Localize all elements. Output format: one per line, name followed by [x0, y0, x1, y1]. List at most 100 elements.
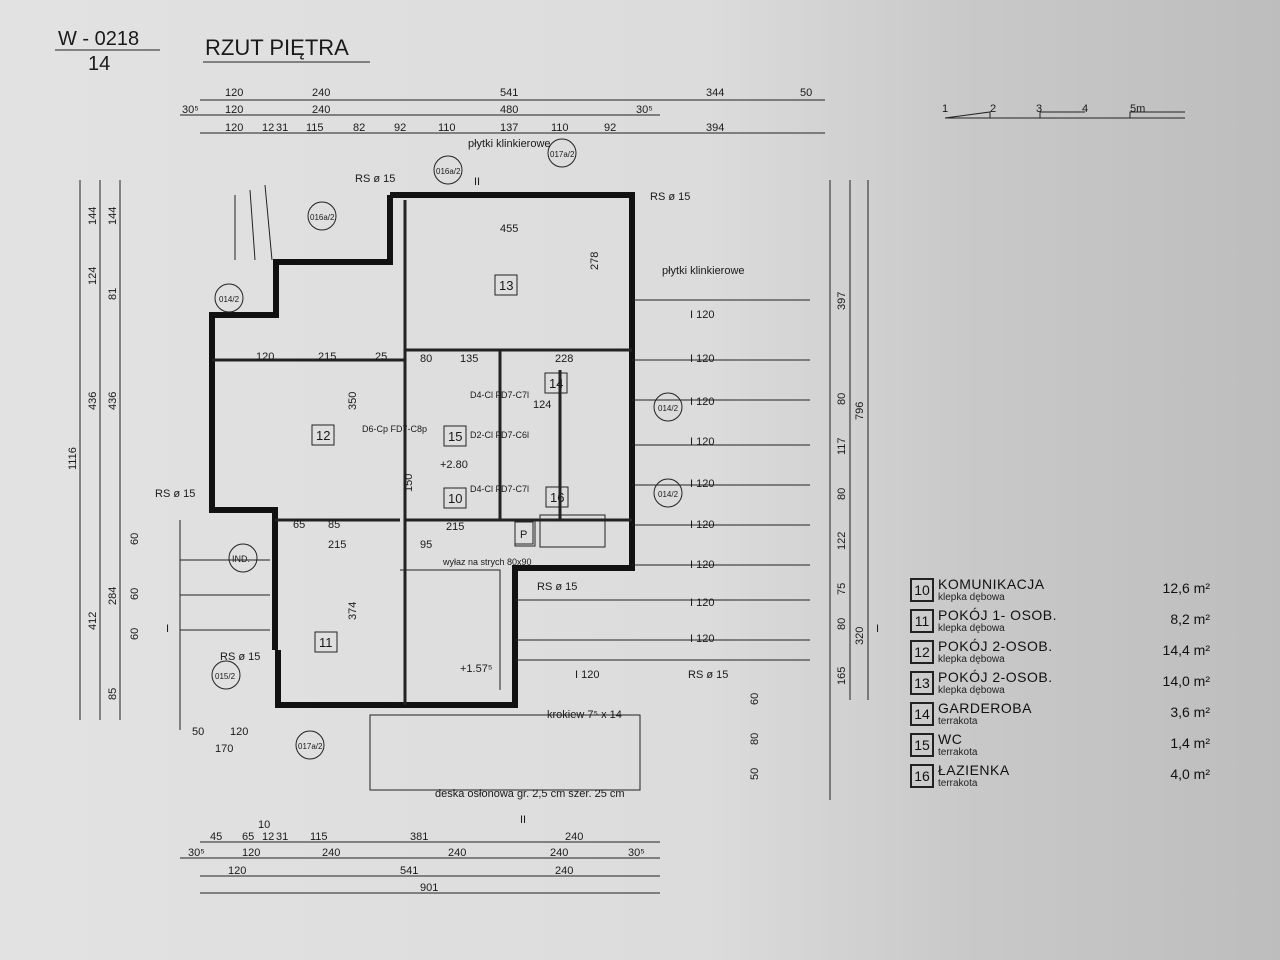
dim: 240: [555, 865, 573, 877]
scale-label: 3: [1036, 103, 1042, 115]
detail-ref: 014/2: [219, 295, 240, 304]
dim: 480: [500, 104, 518, 116]
room-area: 4,0: [1170, 766, 1190, 782]
dim: 115: [306, 122, 324, 134]
room-area: 12,6: [1162, 580, 1190, 596]
dim: 124: [87, 267, 99, 285]
detail-ref: 016a/2: [436, 167, 461, 176]
left-dimensions: 144 144 124 81 436 436 1116 412 284 85 6…: [67, 180, 141, 720]
dim: 215: [318, 351, 336, 363]
floor-material: klepka dębowa: [938, 623, 1005, 634]
dim: 122: [836, 532, 848, 550]
dim: 541: [500, 87, 518, 99]
dim: 170: [215, 743, 233, 755]
dim: 541: [400, 865, 418, 877]
dim: 60: [749, 693, 761, 705]
board-note: deska osłonowa gr. 2,5 cm szer. 25 cm: [435, 788, 625, 800]
dim: 25: [375, 351, 387, 363]
dim: 120: [230, 726, 248, 738]
dim: 215: [446, 521, 464, 533]
room-number: 13: [499, 278, 513, 293]
room-name: WC: [938, 731, 963, 747]
room-number: 16: [550, 490, 564, 505]
dim: 30⁵: [636, 104, 653, 116]
dim: 120: [256, 351, 274, 363]
dim: 65: [242, 831, 254, 843]
beam-note: I 120: [690, 436, 714, 448]
dim: 81: [107, 288, 119, 300]
area-unit: m²: [1193, 611, 1210, 627]
dim: 412: [87, 612, 99, 630]
beam-note: I 120: [690, 597, 714, 609]
beam-note: I 120: [690, 396, 714, 408]
dim: 284: [107, 587, 119, 605]
dim: 124: [533, 399, 551, 411]
room-number: 15: [910, 733, 934, 757]
dim: 144: [107, 207, 119, 225]
dim: 240: [448, 847, 466, 859]
dim: 50: [800, 87, 812, 99]
attic-exit-note: wyłaz na strych 80x90: [442, 557, 532, 567]
room-area: 14,4: [1162, 642, 1190, 658]
dim: 30⁵: [182, 104, 199, 116]
dim: 85: [328, 519, 340, 531]
dim: 344: [706, 87, 724, 99]
area-unit: m²: [1193, 642, 1210, 658]
dim: 65: [293, 519, 305, 531]
room-area: 1,4: [1170, 735, 1190, 751]
rafter-note: krokiew 7⁵ x 14: [547, 709, 622, 721]
section-mark: I: [166, 623, 169, 635]
sheet-number: 14: [88, 53, 110, 75]
tiles-note: płytki klinkierowe: [468, 138, 551, 150]
dim: 278: [589, 252, 601, 270]
dim: 120: [225, 104, 243, 116]
room-area: 8,2: [1170, 611, 1190, 627]
room-area: 3,6: [1170, 704, 1190, 720]
area-unit: m²: [1193, 704, 1210, 720]
room-number: 13: [910, 671, 934, 695]
dim: 110: [551, 122, 569, 134]
dim: 60: [129, 533, 141, 545]
dim: 12: [262, 831, 274, 843]
dim: 60: [129, 628, 141, 640]
dim: 45: [210, 831, 222, 843]
room-name: ŁAZIENKA: [938, 762, 1010, 778]
p-label: P: [520, 529, 527, 541]
room-number: 12: [910, 640, 934, 664]
dim: 115: [310, 831, 328, 843]
area-unit: m²: [1193, 766, 1210, 782]
rs-note: RS ø 15: [155, 488, 195, 500]
area-unit: m²: [1193, 673, 1210, 689]
door-note: D4-Cl FD7-C7l: [470, 390, 529, 400]
dim: 80: [836, 393, 848, 405]
dim: 137: [500, 122, 518, 134]
detail-ref: 017a/2: [550, 150, 575, 159]
dim: 901: [420, 882, 438, 894]
top-dimensions: 120 240 541 344 50 30⁵ 120 240 480 30⁵ 1…: [180, 87, 825, 134]
scale-bar: 1 2 3 4 5m: [942, 103, 1185, 119]
dim: 240: [565, 831, 583, 843]
room-number: 10: [910, 578, 934, 602]
door-note: D6-Cp FD7-C8p: [362, 424, 427, 434]
dim: 31: [276, 122, 288, 134]
beam-note: I 120: [690, 519, 714, 531]
dim: 397: [836, 292, 848, 310]
dim: 436: [87, 392, 99, 410]
dim: 150: [403, 474, 415, 492]
dim: 120: [228, 865, 246, 877]
dim: 144: [87, 207, 99, 225]
detail-ref: 016a/2: [310, 213, 335, 222]
room-number: 16: [910, 764, 934, 788]
dim: 31: [276, 831, 288, 843]
room-name: KOMUNIKACJA: [938, 576, 1045, 592]
dim: 455: [500, 223, 518, 235]
beam-note: I 120: [575, 669, 599, 681]
dim: 240: [322, 847, 340, 859]
